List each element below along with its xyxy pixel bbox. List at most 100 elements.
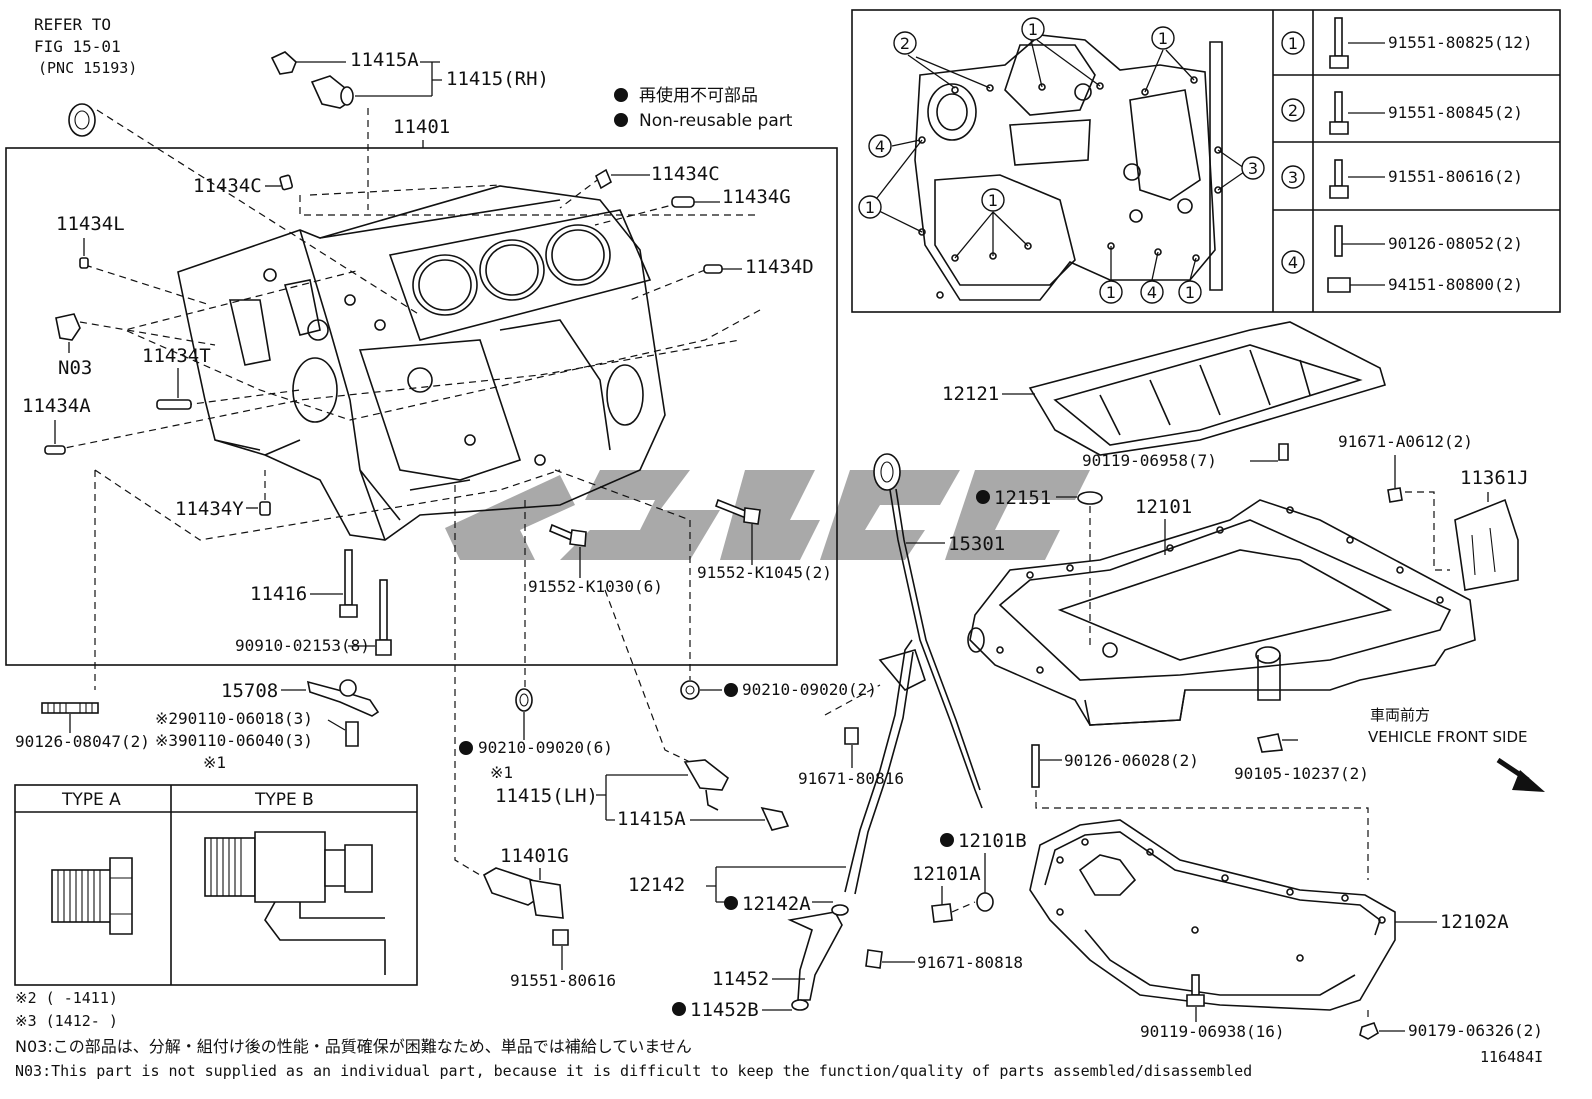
label-12121: 12121 xyxy=(942,383,999,405)
label-11452: 11452 xyxy=(712,968,769,990)
dash-90210-2 xyxy=(554,469,691,680)
leader-oil-seal xyxy=(96,109,421,316)
inset-callout-3: 3 xyxy=(1248,159,1258,178)
label-11361J: 11361J xyxy=(1460,467,1529,489)
plug-icon-12101A xyxy=(931,903,953,923)
inset-callout-2: 2 xyxy=(900,34,910,53)
bolt-table-key-circles xyxy=(1281,31,1305,274)
label-91552-K1045: 91552-K1045(2) xyxy=(697,563,832,582)
dash-11434D xyxy=(123,269,761,421)
label-90119-06938: 90119-06938(16) xyxy=(1140,1022,1285,1041)
bolt-icon-90119-06938 xyxy=(1186,974,1205,1007)
dash-11434Y xyxy=(94,469,561,690)
cover-plate-icon-11361J xyxy=(1454,498,1519,591)
type-a-plug-icon xyxy=(51,857,133,935)
stud-icon-90126-06028 xyxy=(1031,744,1040,788)
label-11415A-bottom: 11415A xyxy=(617,808,686,830)
bolt-table-key-2: 2 xyxy=(1288,101,1298,120)
nonreusable-dot-12151 xyxy=(976,490,990,504)
nut-icon-90179-06326 xyxy=(1359,1022,1379,1040)
bolt-table-key-3: 3 xyxy=(1288,168,1298,187)
legend-en: Non-reusable part xyxy=(639,111,793,131)
inset-callout-1e: 1 xyxy=(1106,283,1116,302)
bolt-icon-91552 xyxy=(549,498,761,547)
label-11434T: 11434T xyxy=(142,345,211,367)
note-3: ※3 (1412- ) xyxy=(15,1012,118,1030)
nonreusable-dot-11452B xyxy=(672,1002,686,1016)
inset-callout-1d: 1 xyxy=(988,191,998,210)
label-11434C-left: 11434C xyxy=(193,175,262,197)
inset-callout-1a: 1 xyxy=(1028,20,1038,39)
dash-91671-80816 xyxy=(824,684,881,716)
figure-id: 116484I xyxy=(1480,1048,1543,1066)
upper-oil-pan-icon-12101 xyxy=(967,499,1476,726)
bolt-icon-90105-10237 xyxy=(1256,733,1284,753)
label-N03: N03 xyxy=(58,357,92,379)
label-15301: 15301 xyxy=(948,533,1005,555)
bolt-table-bolt-icons xyxy=(1327,17,1351,293)
label-11416: 11416 xyxy=(250,583,307,605)
type-table-mark: ※1 xyxy=(203,753,226,772)
bolt-table-key-1: 1 xyxy=(1288,34,1298,53)
label-11415LH-mark: ※1 xyxy=(490,763,513,782)
note-n03-jp: N03:この部品は、分解・組付け後の性能・品質確保が困難なため、単品では補給して… xyxy=(15,1037,692,1056)
label-11434A: 11434A xyxy=(22,395,91,417)
dash-11434C-left xyxy=(299,184,760,216)
label-12102A: 12102A xyxy=(1440,911,1509,933)
type-a-header: TYPE A xyxy=(61,790,121,810)
dash-11401G xyxy=(454,485,481,876)
label-91552-K1030: 91552-K1030(6) xyxy=(528,577,663,596)
refer-line2: FIG 15-01 xyxy=(34,37,121,56)
leader-11415RH xyxy=(296,61,442,97)
legend-dot-2 xyxy=(614,113,628,127)
inset-callout-1f: 1 xyxy=(1185,283,1195,302)
label-90179-06326: 90179-06326(2) xyxy=(1408,1021,1543,1040)
bolt-icon-90119-06958 xyxy=(1278,443,1289,461)
timing-cover-illustration xyxy=(914,34,1223,301)
baffle-plate-icon-12121 xyxy=(1028,321,1386,456)
bolt-icon-91671-A0612 xyxy=(1387,487,1403,503)
label-15708: 15708 xyxy=(221,680,278,702)
bolt-table-grid xyxy=(1272,10,1560,312)
dash-11434L xyxy=(84,264,211,306)
o-ring-icon-12151 xyxy=(1077,491,1103,505)
stud-bolt-icon xyxy=(41,702,99,714)
gasket-icon-2 xyxy=(680,680,700,700)
label-90119-06958: 90119-06958(7) xyxy=(1082,451,1217,470)
vehicle-front-en: VEHICLE FRONT SIDE xyxy=(1368,728,1528,746)
cylinder-block-frame xyxy=(5,147,838,666)
dash-90126-06028 xyxy=(1035,790,1369,880)
label-90126-08047: 90126-08047(2) xyxy=(15,732,150,751)
note-2: ※2 ( -1411) xyxy=(15,989,118,1007)
label-12101: 12101 xyxy=(1135,496,1192,518)
label-11434C-right: 11434C xyxy=(651,163,720,185)
legend-jp: 再使用不可部品 xyxy=(639,85,758,106)
label-390110: ※390110-06040(3) xyxy=(155,731,313,750)
bolt-icon-11416 xyxy=(339,549,392,656)
dash-11361J xyxy=(1405,491,1450,571)
label-90105-10237: 90105-10237(2) xyxy=(1234,764,1369,783)
hose-fitting-icon-lh xyxy=(683,759,790,831)
refer-line3: (PNC 15193) xyxy=(38,59,137,77)
inset-callout-4b: 4 xyxy=(1147,283,1157,302)
bolt-location-frame xyxy=(851,9,1561,313)
label-11434Y: 11434Y xyxy=(175,498,244,520)
label-290110: ※290110-06018(3) xyxy=(155,709,313,728)
label-11401: 11401 xyxy=(393,116,450,138)
label-12142A: 12142A xyxy=(742,893,811,915)
dash-11415LH xyxy=(604,589,691,763)
label-12142: 12142 xyxy=(628,874,685,896)
label-11415A-top: 11415A xyxy=(350,49,419,71)
note-n03-en: N03:This part is not supplied as an indi… xyxy=(15,1062,1252,1080)
bolt-row4-part-b: 94151-80800(2) xyxy=(1388,275,1523,294)
label-12101B: 12101B xyxy=(958,830,1027,852)
type-table xyxy=(14,784,418,986)
dipstick-icon-15301 xyxy=(873,453,983,809)
dash-11434G xyxy=(594,202,681,226)
type-b-fitting-icon xyxy=(204,831,386,975)
label-11434D: 11434D xyxy=(745,256,814,278)
dipstick-guide-icon xyxy=(787,639,926,1011)
bolt-row4-part-a: 90126-08052(2) xyxy=(1388,234,1523,253)
label-11434G: 11434G xyxy=(722,186,791,208)
inset-callout-4a: 4 xyxy=(875,137,885,156)
